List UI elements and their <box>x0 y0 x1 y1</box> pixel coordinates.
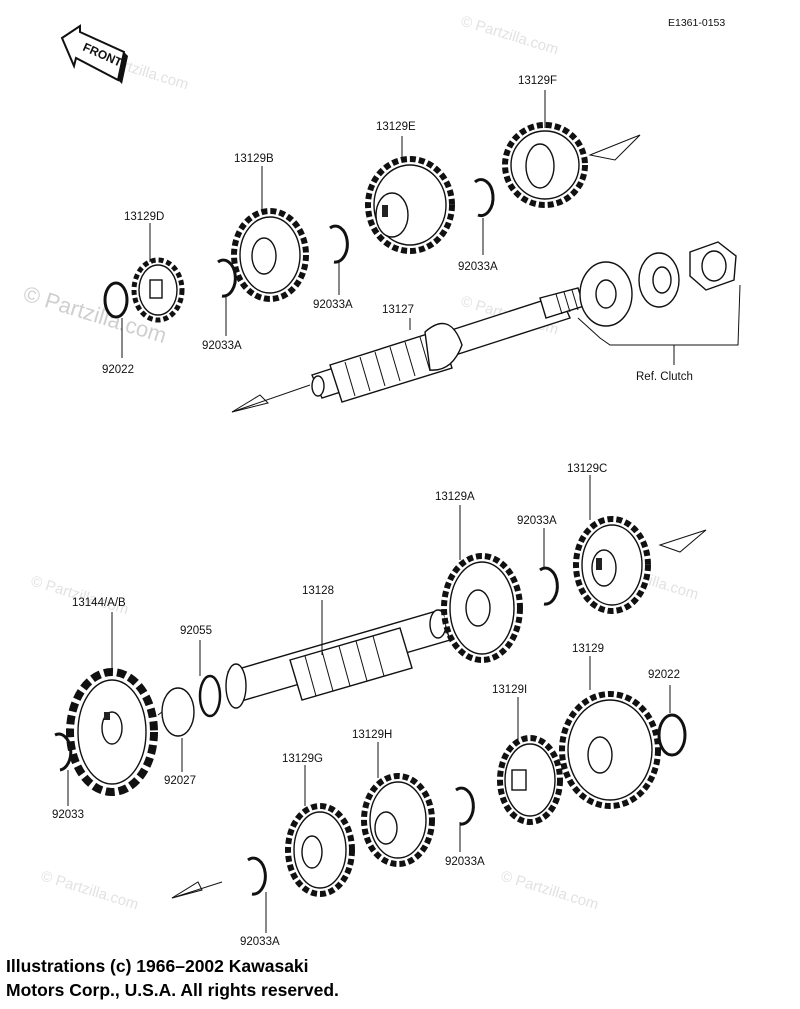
label-13129A: 13129A <box>435 491 475 503</box>
watermark-faint-6: © Partzilla.com <box>39 868 141 914</box>
circlip-92033A-upper-1 <box>474 178 495 218</box>
washer-92022-lower <box>657 713 687 757</box>
label-92033A-1: 92033A <box>458 261 498 273</box>
label-92055: 92055 <box>180 625 212 637</box>
clutch-washer-2 <box>638 252 680 308</box>
circlip-92033 <box>54 732 73 772</box>
label-13128: 13128 <box>302 585 334 597</box>
label-13129C: 13129C <box>567 463 607 475</box>
gear-13129 <box>559 691 661 809</box>
gear-13129H <box>361 773 435 867</box>
label-92033A-6: 92033A <box>240 936 280 948</box>
gear-13129D <box>131 257 185 323</box>
circlip-92033A-lower-3 <box>247 856 267 896</box>
upper-leader-lines <box>121 90 546 358</box>
label-92033A-4: 92033A <box>517 515 557 527</box>
sprocket-13144 <box>66 668 158 796</box>
watermark-faint-4: © Partzilla.com <box>29 573 131 619</box>
label-92022-1: 92022 <box>102 364 134 376</box>
label-13129D: 13129D <box>124 211 164 223</box>
label-13129H: 13129H <box>352 729 392 741</box>
watermark-faint-2: © Partzilla.com <box>459 13 561 59</box>
watermark-faint-5: © Partzilla.com <box>499 868 601 914</box>
gear-13129E <box>365 156 455 254</box>
gear-13129C <box>573 516 651 614</box>
label-92022-2: 92022 <box>648 669 680 681</box>
o-ring-92055 <box>198 674 222 718</box>
label-ref-clutch: Ref. Clutch <box>636 371 693 383</box>
gear-13129A <box>441 553 523 663</box>
circlip-92033A-upper-2 <box>329 224 349 264</box>
label-92033A-5: 92033A <box>445 856 485 868</box>
label-13129E: 13129E <box>376 121 416 133</box>
gear-13129I <box>497 735 563 825</box>
copyright-line-2: Motors Corp., U.S.A. All rights reserved… <box>6 980 339 1000</box>
front-arrow-icon: FRONT <box>60 24 128 84</box>
gear-13129G <box>285 803 355 897</box>
label-92033A-2: 92033A <box>313 299 353 311</box>
shaft-13128 <box>225 609 451 709</box>
label-13129: 13129 <box>572 643 604 655</box>
circlip-92033A-lower-2 <box>455 786 475 826</box>
collar-92027 <box>157 687 195 737</box>
label-13129G: 13129G <box>282 753 323 765</box>
label-13144: 13144/A/B <box>72 597 126 609</box>
circlip-92033A-upper-3 <box>217 258 237 298</box>
diagram-code: E1361-0153 <box>668 17 725 29</box>
gear-13129F <box>502 122 588 208</box>
label-92033A-3: 92033A <box>202 340 242 352</box>
label-13129F: 13129F <box>518 75 557 87</box>
upper-axis-lines <box>231 134 741 413</box>
label-92027: 92027 <box>164 775 196 787</box>
copyright-line-1: Illustrations (c) 1966–2002 Kawasaki <box>6 956 309 976</box>
lower-leader-lines <box>67 475 671 933</box>
circlip-92033A-lower-1 <box>539 566 559 606</box>
lower-axis-lines <box>171 529 707 899</box>
label-13129B: 13129B <box>234 153 274 165</box>
label-13127: 13127 <box>382 304 414 316</box>
shaft-13127 <box>311 287 585 403</box>
gear-13129B <box>231 208 309 302</box>
washer-92022-upper <box>103 281 129 319</box>
clutch-nut <box>689 241 737 291</box>
label-13129I: 13129I <box>492 684 527 696</box>
clutch-washer-1 <box>579 261 633 327</box>
label-92033: 92033 <box>52 809 84 821</box>
